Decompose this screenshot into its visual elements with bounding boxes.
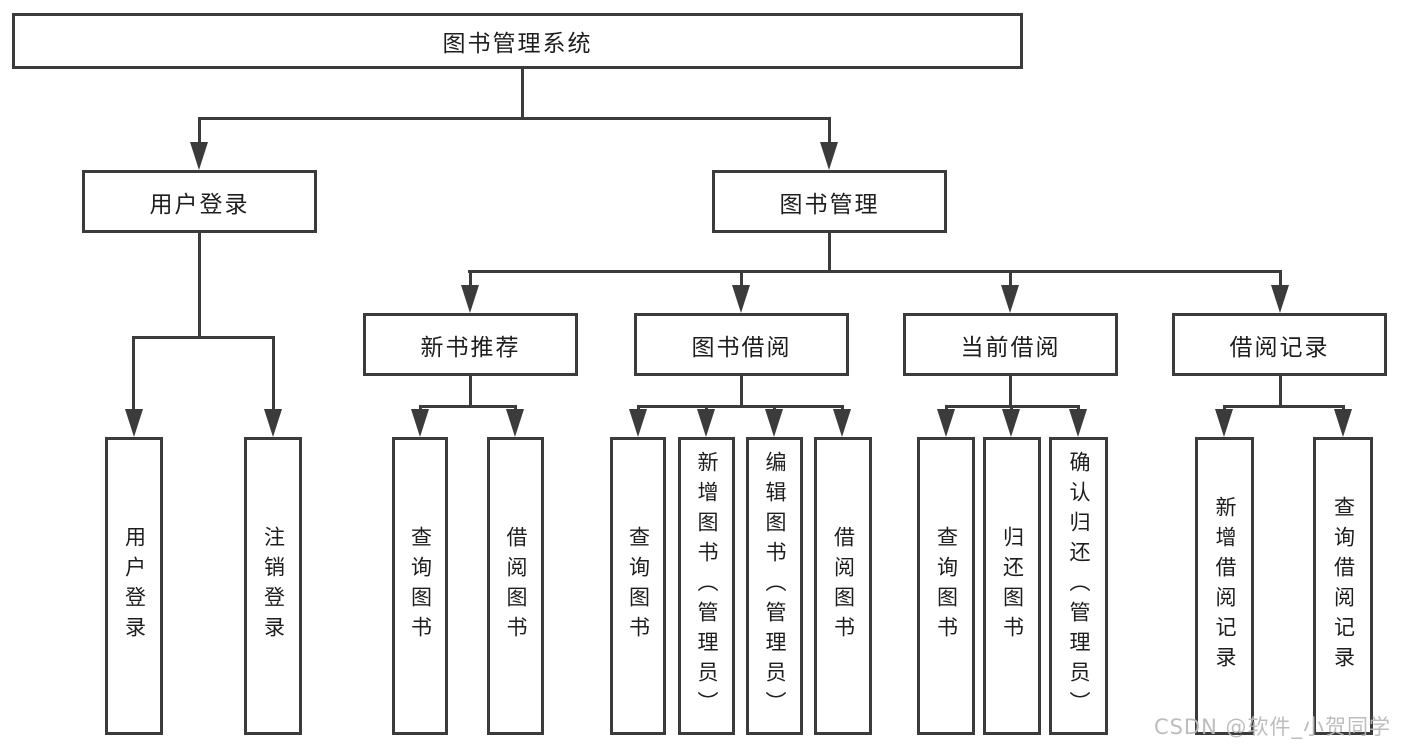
leaf-label: 归还图书	[1000, 526, 1025, 646]
leaf-label: 查询图书	[626, 526, 651, 646]
connector-line	[132, 336, 135, 411]
arrow-down-icon	[1271, 285, 1289, 313]
arrow-down-icon	[937, 409, 955, 437]
leaf-record-add: 新增借阅记录	[1195, 437, 1254, 735]
node-book-borrow: 图书借阅	[634, 313, 849, 376]
connector-line	[1009, 376, 1012, 407]
leaf-label: 注销登录	[261, 526, 286, 646]
leaf-recommend-borrow-book: 借阅图书	[487, 437, 544, 735]
connector-line	[828, 233, 831, 273]
leaf-borrow-edit-book: 编辑图书（管理员）	[746, 437, 803, 735]
connector-line	[828, 117, 831, 144]
arrow-down-icon	[820, 142, 838, 170]
connector-line	[1279, 376, 1282, 407]
connector-line	[419, 405, 517, 408]
watermark: CSDN @软件_小贺同学	[1153, 715, 1391, 739]
arrow-down-icon	[506, 409, 524, 437]
leaf-recommend-query-book: 查询图书	[392, 437, 448, 735]
leaf-borrow-borrow-book: 借阅图书	[814, 437, 872, 735]
connector-line	[740, 270, 743, 286]
arrow-down-icon	[765, 409, 783, 437]
leaf-label: 借阅图书	[504, 526, 528, 646]
connector-line	[198, 117, 831, 120]
connector-line	[272, 336, 275, 411]
connector-line	[1279, 270, 1282, 286]
leaf-label: 编辑图书（管理员）	[763, 451, 787, 721]
connector-line	[468, 270, 1281, 273]
leaf-label: 用户登录	[122, 526, 147, 646]
arrow-down-icon	[1215, 409, 1233, 437]
arrow-down-icon	[1002, 409, 1020, 437]
connector-line	[132, 336, 275, 339]
arrow-down-icon	[833, 409, 851, 437]
arrow-down-icon	[1069, 409, 1087, 437]
connector-line	[198, 233, 201, 336]
arrow-down-icon	[629, 409, 647, 437]
arrow-down-icon	[125, 409, 143, 437]
node-user-login: 用户登录	[82, 170, 317, 233]
node-borrow-record: 借阅记录	[1172, 313, 1387, 376]
arrow-down-icon	[1334, 409, 1352, 437]
leaf-label: 确认归还（管理员）	[1067, 451, 1091, 721]
leaf-label: 新增借阅记录	[1213, 496, 1237, 676]
leaf-current-confirm-return: 确认归还（管理员）	[1049, 437, 1108, 735]
connector-line	[521, 69, 524, 117]
leaf-record-query: 查询借阅记录	[1313, 437, 1373, 735]
leaf-current-query-book: 查询图书	[917, 437, 975, 735]
connector-line	[469, 270, 472, 286]
connector-line	[740, 376, 743, 407]
node-book-management: 图书管理	[712, 170, 947, 233]
leaf-label: 查询图书	[408, 526, 433, 646]
leaf-label: 新增图书（管理员）	[695, 451, 719, 721]
leaf-borrow-query-book: 查询图书	[610, 437, 666, 735]
connector-line	[1223, 405, 1345, 408]
node-root: 图书管理系统	[12, 13, 1023, 69]
node-new-book-recommend: 新书推荐	[363, 313, 578, 376]
leaf-logout: 注销登录	[244, 437, 302, 735]
connector-line	[1009, 270, 1012, 286]
arrow-down-icon	[461, 285, 479, 313]
arrow-down-icon	[411, 409, 429, 437]
arrow-down-icon	[1001, 285, 1019, 313]
arrow-down-icon	[697, 409, 715, 437]
leaf-label: 查询借阅记录	[1331, 496, 1356, 676]
connector-line	[637, 405, 844, 408]
leaf-user-login: 用户登录	[105, 437, 163, 735]
leaf-current-return-book: 归还图书	[983, 437, 1041, 735]
leaf-label: 借阅图书	[831, 526, 856, 646]
arrow-down-icon	[732, 285, 750, 313]
arrow-down-icon	[190, 142, 208, 170]
node-current-borrow: 当前借阅	[903, 313, 1118, 376]
connector-line	[469, 376, 472, 407]
arrow-down-icon	[264, 409, 282, 437]
leaf-label: 查询图书	[934, 526, 959, 646]
connector-line	[198, 117, 201, 144]
leaf-borrow-add-book: 新增图书（管理员）	[678, 437, 735, 735]
